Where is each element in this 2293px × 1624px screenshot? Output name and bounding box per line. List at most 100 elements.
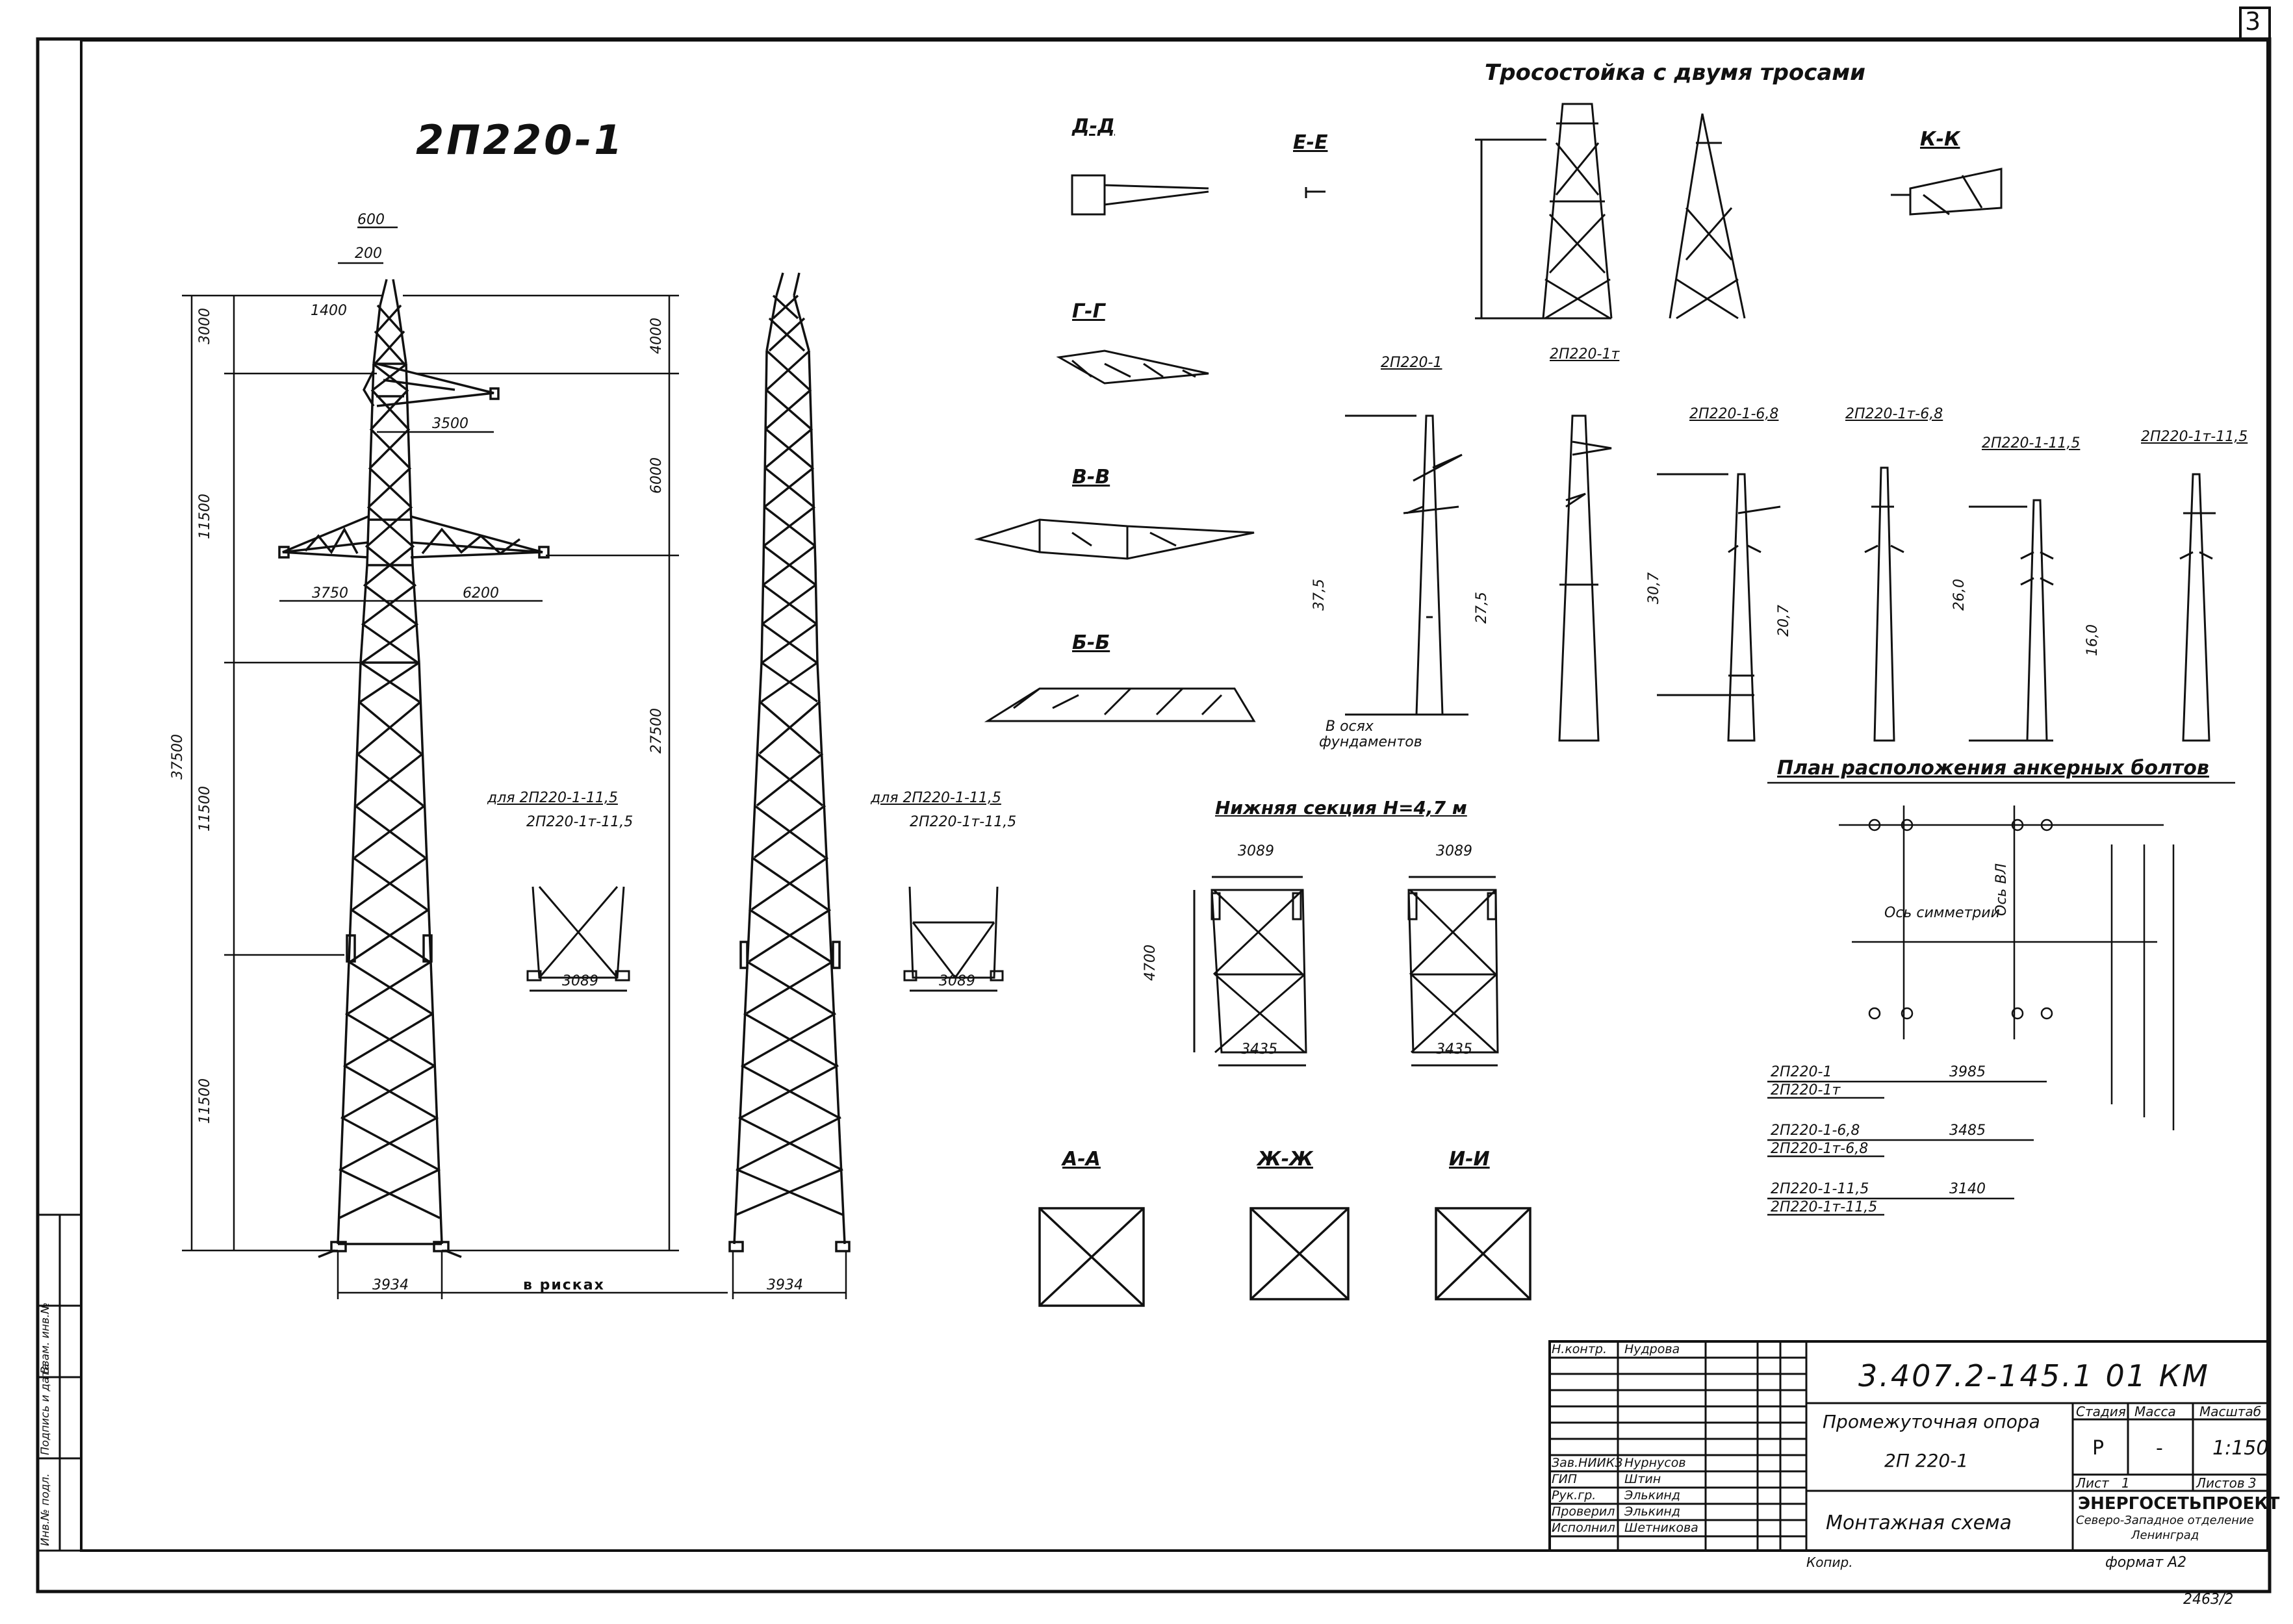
plan-squares xyxy=(1038,1207,1531,1307)
variant-6-label: 2П220-1т-11,5 xyxy=(2141,429,2248,445)
side-stamp-3: Взам. инв.№ xyxy=(39,1302,52,1374)
org-3: Ленинград xyxy=(2131,1529,2199,1542)
v1-lower: 27,5 xyxy=(1474,592,1490,624)
stage-label: Стадия xyxy=(2076,1404,2126,1419)
dim-right-low: 27500 xyxy=(648,708,665,754)
sheet-number: 3 xyxy=(2245,7,2261,36)
tb-role-5: Исполнил xyxy=(1552,1521,1615,1535)
lower-top-w-1: 3089 xyxy=(1238,843,1274,859)
dim-arm-right: 6200 xyxy=(463,585,499,602)
bolt-row-2-name2: 2П220-1т-6,8 xyxy=(1771,1141,1869,1157)
dim-right-mid: 6000 xyxy=(648,457,665,494)
sheet-label: Лист xyxy=(2076,1475,2109,1491)
tb-role-2: ГИП xyxy=(1552,1472,1578,1486)
dim-arm-top: 3500 xyxy=(432,416,468,432)
dim-base-side: 3934 xyxy=(767,1277,803,1293)
tb-name-1: Нурнусов xyxy=(1624,1456,1686,1470)
section-ii-label: И-И xyxy=(1449,1148,1490,1171)
dim-low2: 11500 xyxy=(197,1078,213,1124)
bolt-plan xyxy=(1767,781,2235,1216)
tb-name-2: Штин xyxy=(1624,1472,1661,1486)
variant-5-label: 2П220-1-11,5 xyxy=(1982,435,2081,451)
axes-note-1: В осях xyxy=(1326,718,1374,735)
format-note: формат А2 xyxy=(2105,1554,2187,1571)
sheet-number-box xyxy=(2239,6,2271,40)
dim-right-top: 4000 xyxy=(648,318,665,354)
lower-section-title: Нижняя секция Н=4,7 м xyxy=(1215,797,1467,818)
scale-value: 1:150 xyxy=(2212,1437,2269,1460)
dim-total: 37500 xyxy=(170,734,186,780)
bolt-row-3-name1: 2П220-1-11,5 xyxy=(1771,1181,1869,1197)
bolt-row-1-name1: 2П220-1 xyxy=(1771,1064,1832,1080)
sheets-value: 3 xyxy=(2248,1475,2257,1491)
org-2: Северо-Западное отделение xyxy=(2076,1514,2254,1527)
sheet-title: Монтажная схема xyxy=(1826,1512,2012,1534)
title-block-grid xyxy=(1548,1340,2269,1552)
dim-low1: 11500 xyxy=(197,786,213,831)
main-title: 2П220-1 xyxy=(416,116,625,164)
tb-name-0: Нудрова xyxy=(1624,1342,1680,1356)
note-for-1: для 2П220-1-11,5 xyxy=(487,790,618,806)
mass-value: - xyxy=(2156,1437,2163,1460)
bolt-row-2-value: 3485 xyxy=(1949,1123,1986,1139)
bolt-row-3-value: 3140 xyxy=(1949,1181,1986,1197)
detail-small-1 xyxy=(526,886,630,992)
dim-base: 3934 xyxy=(372,1277,409,1293)
section-dd-label: Д-Д xyxy=(1072,115,1115,138)
bolt-row-1-name2: 2П220-1т xyxy=(1771,1082,1841,1098)
tb-role-0: Н.контр. xyxy=(1552,1342,1608,1356)
main-tower-dimensions xyxy=(182,226,728,1299)
v5-lower: 16,0 xyxy=(2084,624,2101,656)
mass-label: Масса xyxy=(2134,1404,2176,1419)
section-vv-label: В-В xyxy=(1072,466,1110,488)
bolt-plan-title: План расположения анкерных болтов xyxy=(1777,757,2209,780)
lower-section-drawing xyxy=(1193,876,1499,1067)
v1-total: 37,5 xyxy=(1311,579,1327,611)
lower-bottom-w-1: 3435 xyxy=(1241,1041,1277,1058)
lower-top-w-2: 3089 xyxy=(1436,843,1472,859)
section-zhzh-label: Ж-Ж xyxy=(1257,1148,1313,1171)
doc-code: 3.407.2-145.1 01 КМ xyxy=(1858,1358,2210,1393)
v3-lower: 20,7 xyxy=(1776,605,1792,637)
axes-note-2: фундаментов xyxy=(1319,734,1422,750)
dim-mast: 1400 xyxy=(311,303,347,319)
detail-small-2 xyxy=(903,886,1004,992)
tross-title: Тросостойка с двумя тросами xyxy=(1485,60,1866,86)
section-kk-label: К-К xyxy=(1920,128,1960,151)
section-gg-label: Г-Г xyxy=(1072,300,1105,323)
axis-vl-label: Ось ВЛ xyxy=(1993,863,2010,916)
doc-name-2: 2П 220-1 xyxy=(1884,1450,1969,1471)
side-stamp-2: Подпись и дата xyxy=(39,1364,52,1455)
note-for-1b: для 2П220-1-11,5 xyxy=(871,790,1001,806)
lower-bottom-w-2: 3435 xyxy=(1436,1041,1472,1058)
doc-name-1: Промежуточная опора xyxy=(1823,1411,2040,1432)
lower-height: 4700 xyxy=(1142,945,1159,981)
dim-top: 3000 xyxy=(197,308,213,344)
peak-details xyxy=(1475,103,2003,320)
org-1: ЭНЕРГОСЕТЬПРОЕКТ xyxy=(2078,1494,2280,1514)
variant-2-label: 2П220-1т xyxy=(1550,346,1620,362)
note-for-2: 2П220-1т-11,5 xyxy=(526,814,634,830)
variant-1-label: 2П220-1 xyxy=(1381,355,1442,371)
note-base-small: 3089 xyxy=(562,973,598,989)
variant-3-label: 2П220-1-6,8 xyxy=(1689,406,1779,422)
side-tower-drawing xyxy=(728,272,851,1252)
copied-note: Копир. xyxy=(1806,1554,1853,1570)
inner-frame xyxy=(80,39,2269,1552)
side-stamp-boxes xyxy=(36,1213,83,1552)
tb-role-1: Зав.НИИКЗ xyxy=(1552,1456,1623,1470)
dim-top-w2: 200 xyxy=(355,246,382,262)
note-base-small-2: 3089 xyxy=(939,973,975,989)
base-note: в рисках xyxy=(523,1277,605,1293)
section-details xyxy=(974,174,1326,722)
stage-value: Р xyxy=(2092,1437,2105,1460)
variant-4-label: 2П220-1т-6,8 xyxy=(1845,406,1943,422)
side-stamp-1: Инв.№ подл. xyxy=(39,1473,52,1546)
tb-name-4: Элькинд xyxy=(1624,1504,1680,1519)
sheet-value: 1 xyxy=(2121,1475,2130,1491)
v3-total: 30,7 xyxy=(1646,572,1662,604)
bolt-row-2-name1: 2П220-1-6,8 xyxy=(1771,1123,1860,1139)
dim-mid: 11500 xyxy=(197,494,213,539)
